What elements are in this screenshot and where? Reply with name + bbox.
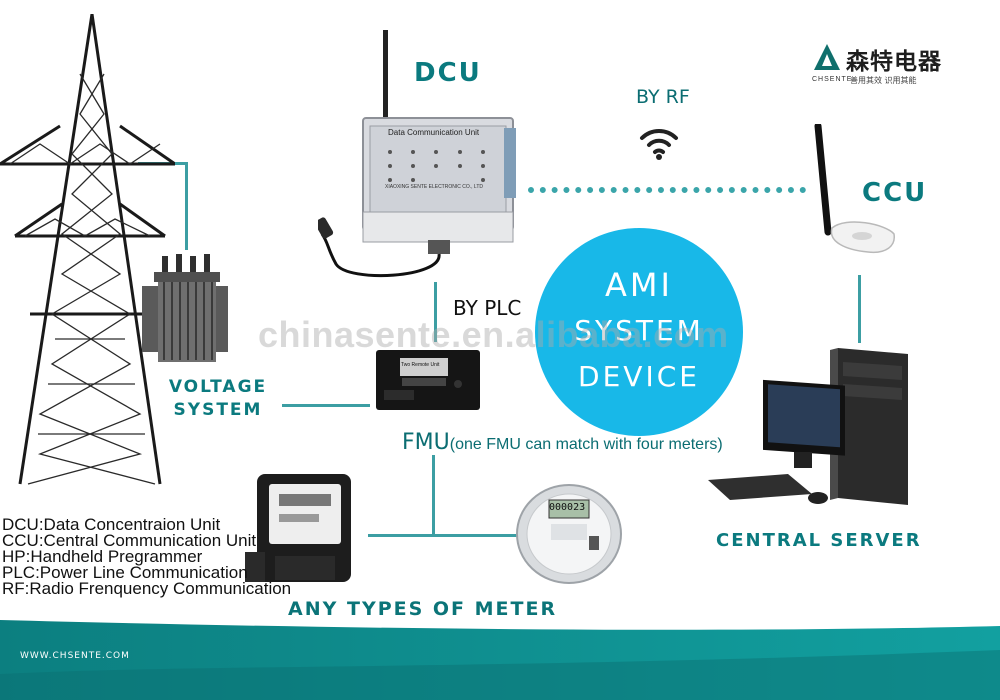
central-server-label: CENTRAL SERVER: [716, 530, 922, 551]
transmission-tower-image: [0, 14, 175, 485]
dcu-panel-title: Data Communication Unit: [388, 128, 480, 137]
ami-circle-text: AMI SYSTEM DEVICE: [535, 262, 743, 400]
fmu-note: (one FMU can match with four meters): [449, 436, 723, 453]
dcu-device-image: [318, 30, 516, 278]
fmu-title: FMU: [402, 430, 450, 455]
ami-line3: DEVICE: [578, 360, 700, 393]
transformer-image: [142, 254, 228, 362]
by-rf-label: BY RF: [636, 86, 690, 108]
watermark-text: chinasente.en.alibaba.com: [258, 314, 729, 355]
voltage-label-line1: VOLTAGE: [168, 377, 268, 397]
ccu-to-server-line: [858, 275, 861, 343]
any-meter-label: ANY TYPES OF METER: [288, 598, 558, 620]
voltage-label-line2: SYSTEM: [173, 400, 263, 420]
wifi-icon: [640, 128, 678, 160]
dcu-panel-maker: XIAOXING SENTE ELECTRONIC CO., LTD: [385, 184, 483, 190]
glossary-item: RF:Radio Frenquency Communication: [2, 579, 292, 598]
rf-dotted-link: [528, 187, 806, 193]
tower-to-transformer-line-v: [185, 162, 188, 250]
ccu-label: CCU: [862, 178, 928, 208]
ccu-device-image: [814, 124, 895, 254]
ami-line1: AMI: [605, 266, 673, 304]
brand-logo-chinese: 森特电器: [846, 49, 942, 75]
brand-logo-icon: [814, 44, 840, 70]
footer-website[interactable]: WWW.CHSENTE.COM: [20, 651, 130, 661]
meter-link-line: [368, 534, 528, 537]
fmu-down-line: [432, 455, 435, 535]
brand-logo-slogan: 善用其效 识用其能: [850, 76, 917, 85]
central-server-image: [708, 348, 908, 505]
glossary-item: PLC:Power Line Communication: [2, 563, 248, 582]
ami-line2: SYSTEM: [574, 314, 704, 347]
digital-meter-reading: 000023: [549, 502, 586, 513]
ami-system-circle: [535, 228, 743, 436]
voltage-system-label: VOLTAGE SYSTEM: [158, 376, 278, 422]
glossary-item: DCU:Data Concentraion Unit: [2, 515, 221, 534]
fmu-label: FMU(one FMU can match with four meters): [402, 430, 723, 455]
footer-band: [0, 620, 1000, 700]
voltage-to-fmu-line: [282, 404, 370, 407]
plc-vertical-line: [434, 282, 437, 342]
glossary-item: HP:Handheld Pregrammer: [2, 547, 203, 566]
brand-logo-sub: CHSENTE: [812, 76, 853, 83]
fmu-chip-label: Two Remote Unit: [401, 362, 440, 368]
digital-meter-image: [516, 484, 622, 584]
glossary-item: CCU:Central Communication Unit: [2, 531, 257, 550]
by-plc-label: BY PLC: [453, 296, 522, 320]
electromechanical-meter-image: [245, 474, 351, 582]
dcu-label: DCU: [414, 58, 482, 88]
fmu-device-image: [376, 350, 480, 410]
glossary-list: DCU:Data Concentraion Unit CCU:Central C…: [2, 515, 292, 598]
